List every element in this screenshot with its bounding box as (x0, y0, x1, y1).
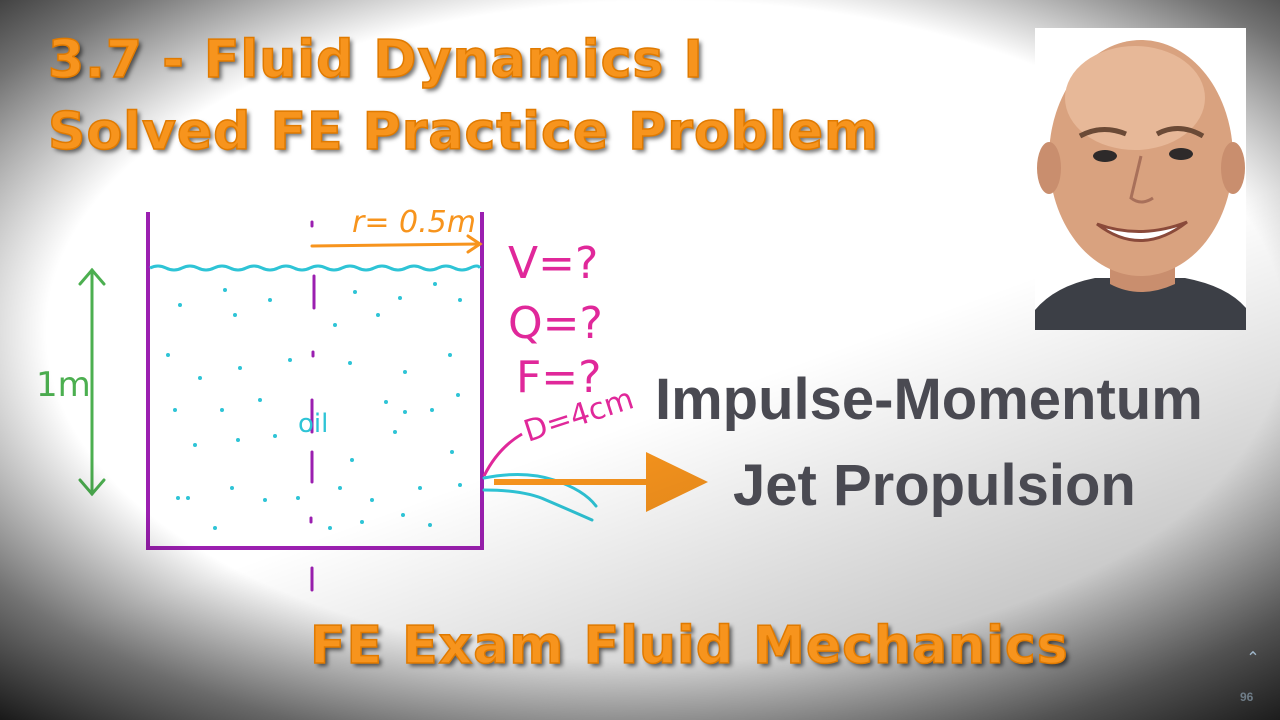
tank-wall (146, 212, 484, 550)
footer-title: FE Exam Fluid Mechanics (309, 615, 1069, 677)
thrust-arrow (494, 452, 708, 512)
presenter-photo (1035, 28, 1246, 330)
centerline (309, 220, 316, 592)
water-surface (149, 264, 482, 272)
height-label: 1m (36, 365, 91, 405)
title-line-2: Solved FE Practice Problem (47, 101, 880, 163)
presenter-avatar (1035, 28, 1246, 330)
oil-particles (166, 282, 462, 530)
title-line-1: 3.7 - Fluid Dynamics I (47, 29, 704, 91)
unknown-flow: Q=? (508, 298, 603, 349)
topic-line-2: Jet Propulsion (733, 453, 1136, 518)
radius-label: r= 0.5m (352, 205, 476, 240)
chevron-up-icon[interactable]: ⌃ (1246, 648, 1260, 667)
topic-line-1: Impulse-Momentum (655, 367, 1203, 432)
unknown-velocity: V=? (508, 238, 598, 289)
page-count: 96 (1240, 690, 1254, 704)
fluid-label: oil (298, 409, 328, 439)
diameter-leader (482, 432, 523, 477)
